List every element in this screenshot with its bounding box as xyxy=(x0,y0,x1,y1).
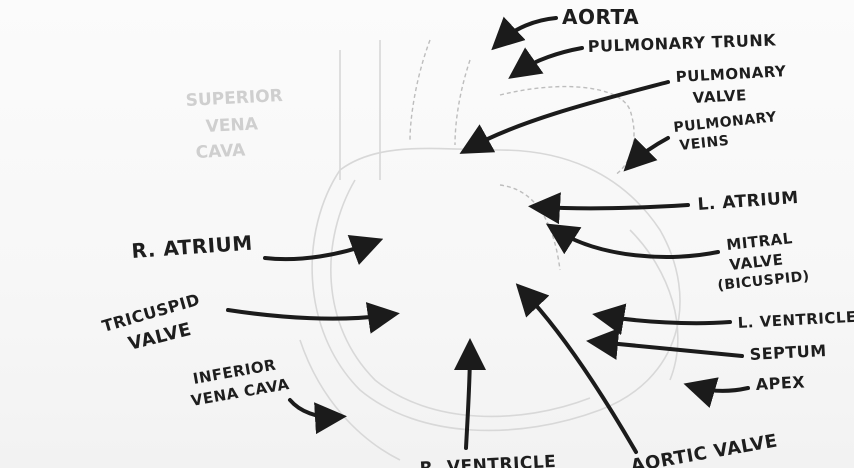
label-apex: APEX xyxy=(755,372,805,394)
arrows xyxy=(226,16,750,454)
arrow-l-atrium xyxy=(528,192,690,225)
arrow-pulmonary-veins xyxy=(623,136,670,172)
label-superior-vc-1: SUPERIOR xyxy=(185,86,283,111)
label-mitral-1: MITRAL xyxy=(726,229,794,254)
label-septum: SEPTUM xyxy=(749,341,827,364)
label-r-ventricle: R. VENTRICLE xyxy=(419,452,557,468)
arrow-mitral xyxy=(545,223,720,259)
arrow-inferior-vc xyxy=(288,398,347,435)
label-superior-vc-3: CAVA xyxy=(195,140,246,163)
label-pulmonary-valve-2: VALVE xyxy=(692,86,747,107)
label-pulmonary-valve-1: PULMONARY xyxy=(675,62,787,86)
label-l-atrium: L. ATRIUM xyxy=(697,188,799,215)
arrow-pulmonary-valve xyxy=(459,80,670,154)
arrow-tricuspid xyxy=(226,302,400,334)
arrow-l-ventricle xyxy=(592,303,732,336)
arrow-aorta xyxy=(491,16,558,51)
arrow-septum xyxy=(586,327,744,360)
arrow-apex xyxy=(683,377,750,408)
label-superior-vc-2: VENA xyxy=(205,114,259,137)
arrow-pulmonary-trunk xyxy=(508,46,584,79)
label-pulmonary-veins-1: PULMONARY xyxy=(673,109,778,136)
arrow-aortic-valve xyxy=(515,283,638,454)
label-mitral-2: VALVE xyxy=(729,250,785,274)
heart-sketch xyxy=(299,39,681,461)
label-r-atrium: R. ATRIUM xyxy=(131,231,254,263)
label-pulmonary-trunk: PULMONARY TRUNK xyxy=(587,30,776,56)
arrow-r-ventricle xyxy=(453,338,486,450)
label-l-ventricle: L. VENTRICLE xyxy=(737,308,854,332)
labels: AORTA PULMONARY TRUNK PULMONARY VALVE PU… xyxy=(100,5,854,468)
label-pulmonary-veins-2: VEINS xyxy=(679,133,730,154)
label-aorta: AORTA xyxy=(562,5,639,29)
arrow-r-atrium xyxy=(263,235,384,266)
label-aortic-valve: AORTIC VALVE xyxy=(629,430,779,468)
